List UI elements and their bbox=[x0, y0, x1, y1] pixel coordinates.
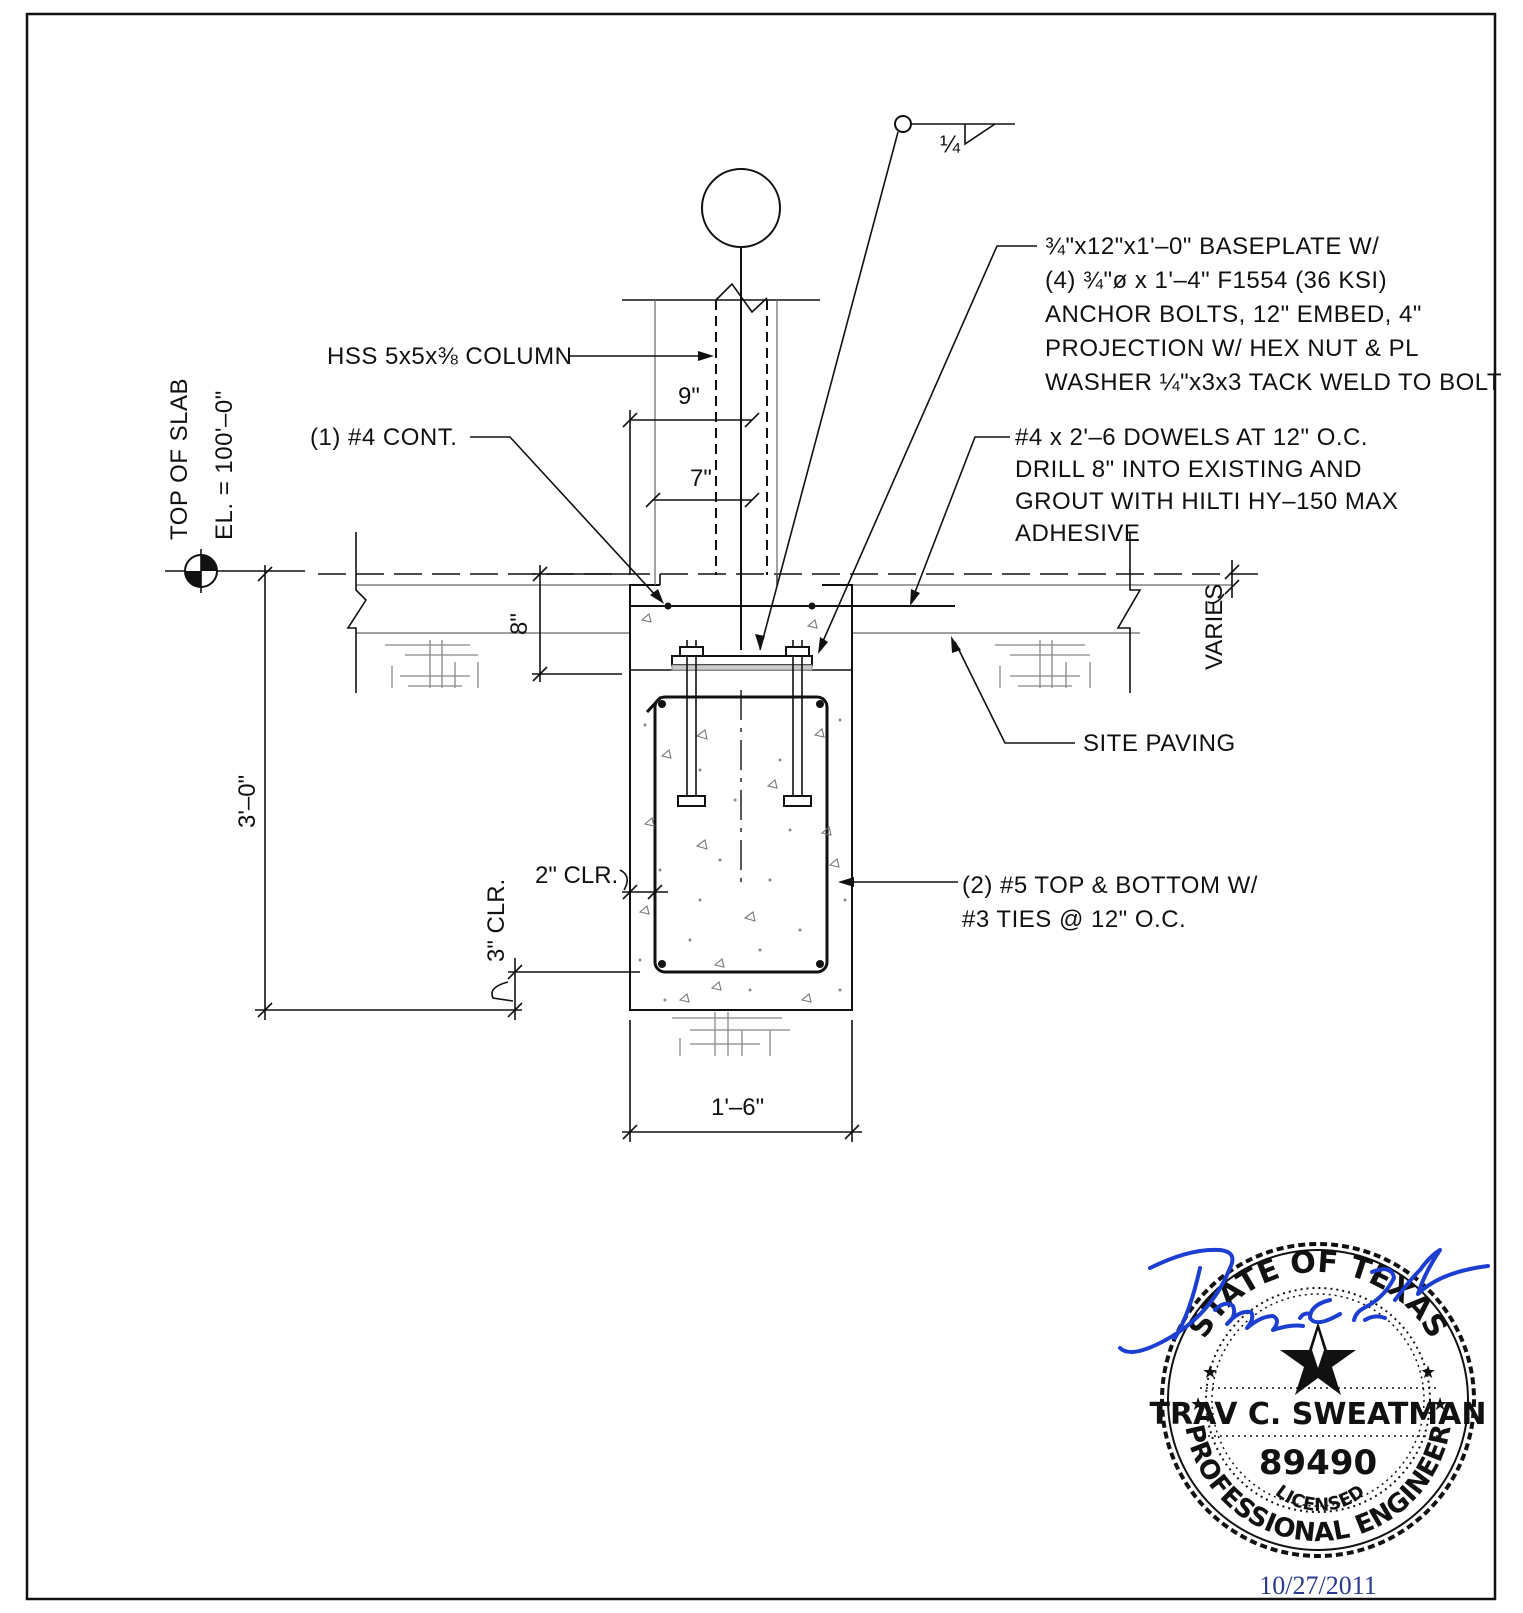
concrete-stipple bbox=[638, 613, 847, 1003]
hss-column bbox=[622, 168, 820, 650]
seal-small-star-icon: ★ bbox=[1190, 1394, 1206, 1415]
seal-small-star-icon: ★ bbox=[1420, 1362, 1436, 1383]
weld-size: ¼ bbox=[940, 131, 961, 158]
top-of-slab-marker bbox=[165, 549, 305, 593]
dim-3ft: 3'–0" bbox=[234, 775, 261, 828]
dim-bottom-clear bbox=[491, 958, 640, 1020]
seal-license-number: 89490 bbox=[1259, 1443, 1377, 1483]
elevation-label-line2: EL. = 100'–0" bbox=[211, 390, 238, 540]
dim-9in: 9" bbox=[678, 383, 700, 410]
dim-footing-depth bbox=[255, 565, 522, 1020]
baseplate-assembly bbox=[671, 640, 813, 807]
dim-side-clear bbox=[619, 869, 668, 900]
dowel-note-line: #4 x 2'–6 DOWELS AT 12" O.C. bbox=[1015, 424, 1368, 451]
reinforcement-note-line: (2) #5 TOP & BOTTOM W/ bbox=[962, 872, 1258, 899]
existing-slab bbox=[346, 532, 1232, 693]
seal-profession: PROFESSIONAL ENGINEER bbox=[1178, 1422, 1457, 1548]
seal-name: TRAV C. SWEATMAN bbox=[1150, 1397, 1487, 1432]
soil-hatch-right bbox=[995, 640, 1091, 688]
dim-1ft6: 1'–6" bbox=[711, 1094, 764, 1121]
baseplate-note: ¾"x12"x1'–0" BASEPLATE W/ (4) ¾"ø x 1'–4… bbox=[1045, 233, 1502, 396]
baseplate-note-line: (4) ¾"ø x 1'–4" F1554 (36 KSI) bbox=[1045, 267, 1387, 294]
dim-2in-clear: 2" CLR. bbox=[535, 862, 618, 889]
cont-bar-note: (1) #4 CONT. bbox=[310, 424, 457, 451]
dim-varies bbox=[1207, 560, 1240, 604]
baseplate-note-line: ¾"x12"x1'–0" BASEPLATE W/ bbox=[1045, 233, 1379, 260]
engineer-seal: STATE OF TEXAS PROFESSIONAL ENGINEER LIC… bbox=[1150, 1242, 1487, 1558]
dim-column-offset-outer bbox=[622, 410, 760, 575]
dowel-note-line: DRILL 8" INTO EXISTING AND bbox=[1015, 456, 1362, 483]
dim-footing-width bbox=[622, 1020, 862, 1142]
engineer-signature bbox=[1118, 1247, 1490, 1354]
reinforcement-note: (2) #5 TOP & BOTTOM W/ #3 TIES @ 12" O.C… bbox=[962, 872, 1258, 933]
dowel-note-line: GROUT WITH HILTI HY–150 MAX bbox=[1015, 488, 1398, 515]
seal-date: 10/27/2011 bbox=[1259, 1571, 1376, 1600]
column-note: HSS 5x5x⅜ COLUMN bbox=[327, 343, 572, 370]
dim-slab-depth bbox=[532, 565, 622, 682]
dim-8in: 8" bbox=[506, 613, 533, 635]
baseplate-note-line: WASHER ¼"x3x3 TACK WELD TO BOLT bbox=[1045, 369, 1502, 396]
seal-small-star-icon: ★ bbox=[1432, 1394, 1448, 1415]
dim-column-offset-inner bbox=[645, 492, 760, 508]
dowel-note-line: ADHESIVE bbox=[1015, 520, 1140, 547]
weld-symbol bbox=[755, 115, 1015, 651]
dowel-note: #4 x 2'–6 DOWELS AT 12" O.C. DRILL 8" IN… bbox=[1015, 424, 1398, 547]
soil-hatch-left bbox=[385, 640, 479, 688]
dim-varies-label: VARIES bbox=[1201, 584, 1228, 670]
soil-hatch-bottom bbox=[672, 1009, 790, 1056]
reinforcement-note-line: #3 TIES @ 12" O.C. bbox=[962, 906, 1186, 933]
dim-7in: 7" bbox=[690, 465, 712, 492]
seal-small-star-icon: ★ bbox=[1202, 1362, 1218, 1383]
site-paving-note: SITE PAVING bbox=[1083, 730, 1236, 757]
dim-3in-clear: 3" CLR. bbox=[483, 879, 510, 962]
seal-licensed: LICENSED bbox=[1271, 1481, 1368, 1516]
baseplate-note-line: PROJECTION W/ HEX NUT & PL bbox=[1045, 335, 1419, 362]
sheet-border bbox=[25, 12, 1497, 1601]
elevation-label-line1: TOP OF SLAB bbox=[166, 378, 193, 540]
baseplate-note-line: ANCHOR BOLTS, 12" EMBED, 4" bbox=[1045, 301, 1422, 328]
